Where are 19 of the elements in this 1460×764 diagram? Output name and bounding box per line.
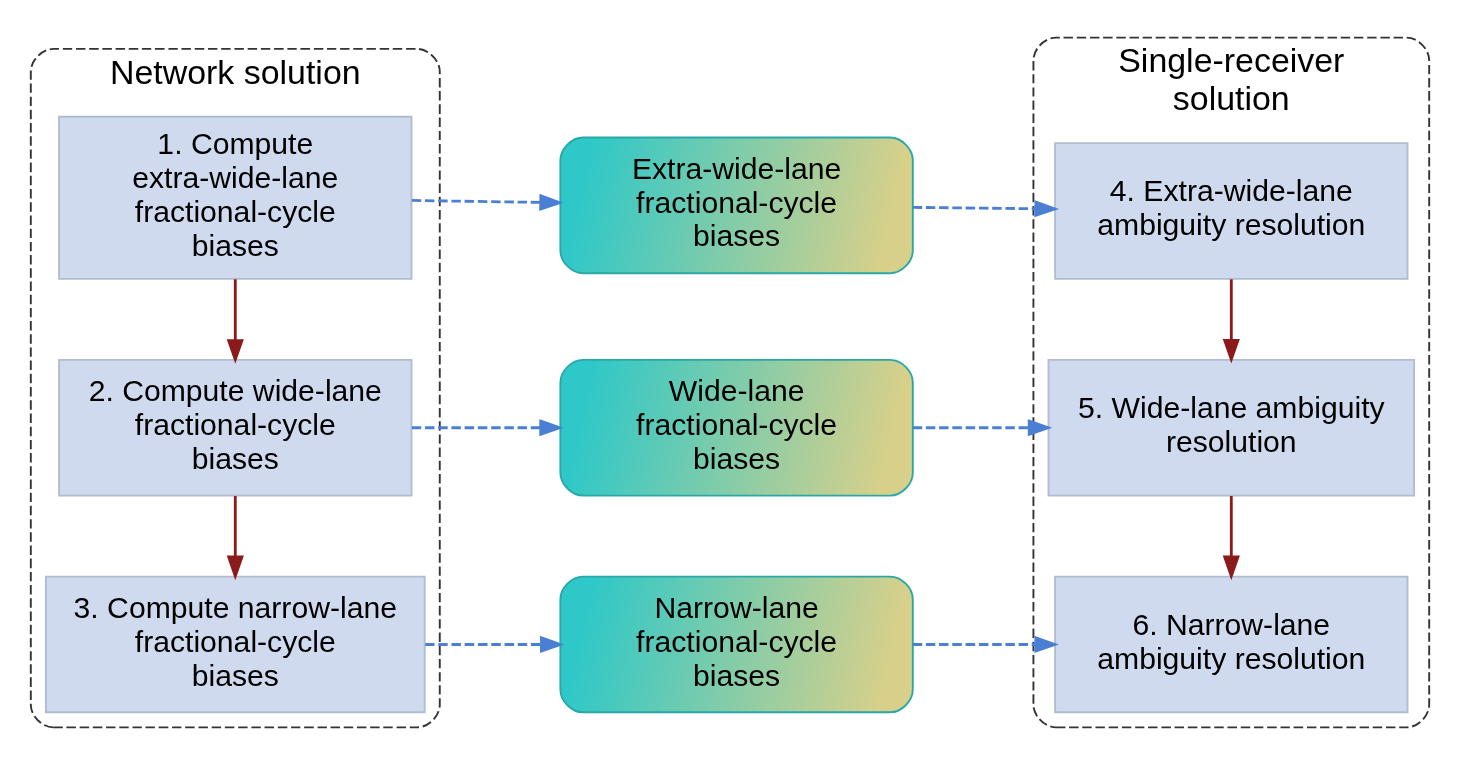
arrow <box>912 418 1053 436</box>
node-box: Wide-lane fractional-cycle biases <box>559 358 914 496</box>
node-box: 4. Extra-wide-lane ambiguity resolution <box>1054 141 1409 280</box>
arrow <box>411 193 564 211</box>
arrow <box>411 418 564 436</box>
node-box: 1. Compute extra-wide-lane fractional-cycle biases <box>58 115 413 280</box>
arrow <box>226 495 244 580</box>
arrow <box>226 278 244 364</box>
arrow <box>1222 278 1240 363</box>
node-box: Narrow-lane fractional-cycle biases <box>559 575 914 713</box>
arrow <box>1222 495 1240 580</box>
node-box: 6. Narrow-lane ambiguity resolution <box>1054 575 1409 713</box>
arrow <box>425 635 565 653</box>
arrow <box>912 635 1059 653</box>
node-box: Extra-wide-lane fractional-cycle biases <box>559 136 914 274</box>
arrow <box>912 199 1059 217</box>
node-box: 5. Wide-lane ambiguity resolution <box>1047 358 1416 496</box>
node-box: 3. Compute narrow-lane fractional-cycle biases <box>44 575 426 713</box>
node-box: 2. Compute wide-lane fractional-cycle biases <box>58 358 413 496</box>
